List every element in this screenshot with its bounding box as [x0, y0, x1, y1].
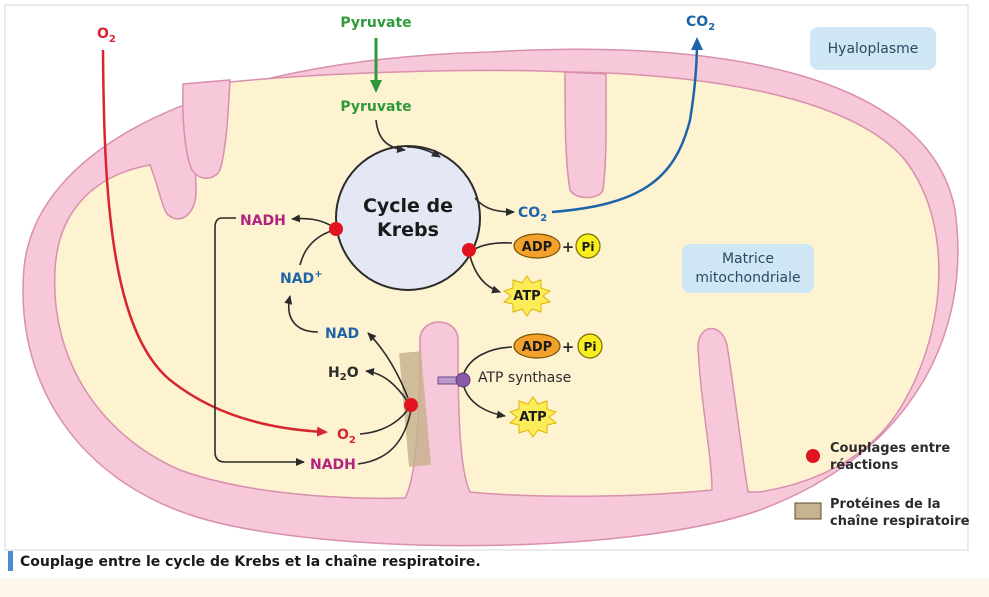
hyaloplasme-box: [810, 27, 936, 70]
adp-1-badge: [513, 233, 561, 259]
o2-import-arrow: [101, 49, 328, 437]
caption-marker: [8, 551, 13, 571]
nad-label: NAD: [325, 326, 359, 342]
coupling-dot-atp: [462, 243, 476, 257]
matrice-label-line2: mitochondriale: [695, 270, 800, 286]
bottom-band: [0, 578, 989, 597]
pi-1-badge: [575, 233, 601, 259]
nad-plus-label: NAD+: [280, 269, 323, 287]
legend-protein-line1: Protéines de la: [830, 497, 941, 512]
pyruvate-inside-label: Pyruvate: [340, 99, 411, 115]
atp-2-burst: [508, 396, 558, 438]
nad-to-nadplus-arrow: [284, 295, 319, 333]
co2-release-arrow: [474, 197, 515, 216]
cycle-to-atp-arrow: [469, 255, 501, 294]
atp-2-label: ATP: [519, 410, 546, 425]
coupling-dot-nadh: [329, 222, 343, 236]
co2-inside-label: CO2: [518, 205, 547, 224]
atp-synthase-head: [455, 372, 471, 388]
hyaloplasme-label: Hyaloplasme: [828, 41, 919, 57]
nadh-top-label: NADH: [240, 213, 286, 229]
crista-top-right: [564, 71, 607, 199]
synthase-to-atp-arrow: [463, 386, 506, 419]
krebs-cycle-circle: [335, 145, 481, 291]
pyruvate-entry-arrow: [375, 119, 406, 154]
coupling-dot-chain: [404, 398, 418, 412]
matrice-label-line1: Matrice: [722, 251, 774, 267]
o2-outside-label: O2: [97, 26, 116, 45]
nadh-bottom-label: NADH: [310, 457, 356, 473]
atp-1-label: ATP: [513, 289, 540, 304]
pyruvate-outside-label: Pyruvate: [340, 15, 411, 31]
figure-caption: Couplage entre le cycle de Krebs et la c…: [20, 554, 481, 570]
adp-2-badge: [513, 333, 561, 359]
krebs-cycle-title-line2: Krebs: [377, 219, 439, 241]
nadh-to-chain-arrow: [357, 409, 412, 465]
adp-to-synthase-arrow: [463, 346, 513, 374]
crista-top-left: [182, 79, 231, 179]
legend-coupling-line2: réactions: [830, 458, 899, 473]
cycle-arrow-top: [406, 146, 441, 158]
plus-1-label: +: [562, 238, 575, 256]
legend-protein-line2: chaîne respiratoire: [830, 514, 970, 529]
h2o-label: H2O: [328, 365, 359, 383]
pi-2-badge: [577, 333, 603, 359]
matrice-box: [682, 244, 814, 293]
o2-inner-label: O2: [337, 427, 356, 446]
plus-2-label: +: [562, 338, 575, 356]
krebs-cycle-title-line1: Cycle de: [363, 195, 453, 217]
nadh-transfer-arrow: [214, 217, 305, 466]
co2-outside-label: CO2: [686, 14, 715, 33]
chain-to-nad-arrow: [367, 332, 409, 399]
pi-1-label: Pi: [582, 240, 595, 254]
chain-to-h2o-arrow: [365, 368, 409, 403]
legend-coupling-line1: Couplages entre: [830, 441, 950, 456]
legend-coupling-dot: [806, 449, 820, 463]
atp-synthase-label: ATP synthase: [478, 370, 571, 386]
matrix: [53, 69, 940, 500]
adp-1-label: ADP: [522, 240, 552, 255]
co2-export-arrow: [551, 37, 703, 214]
adp-2-label: ADP: [522, 340, 552, 355]
legend-protein-swatch: [794, 502, 822, 520]
atp-1-burst: [502, 275, 552, 317]
pi-2-label: Pi: [584, 340, 597, 354]
